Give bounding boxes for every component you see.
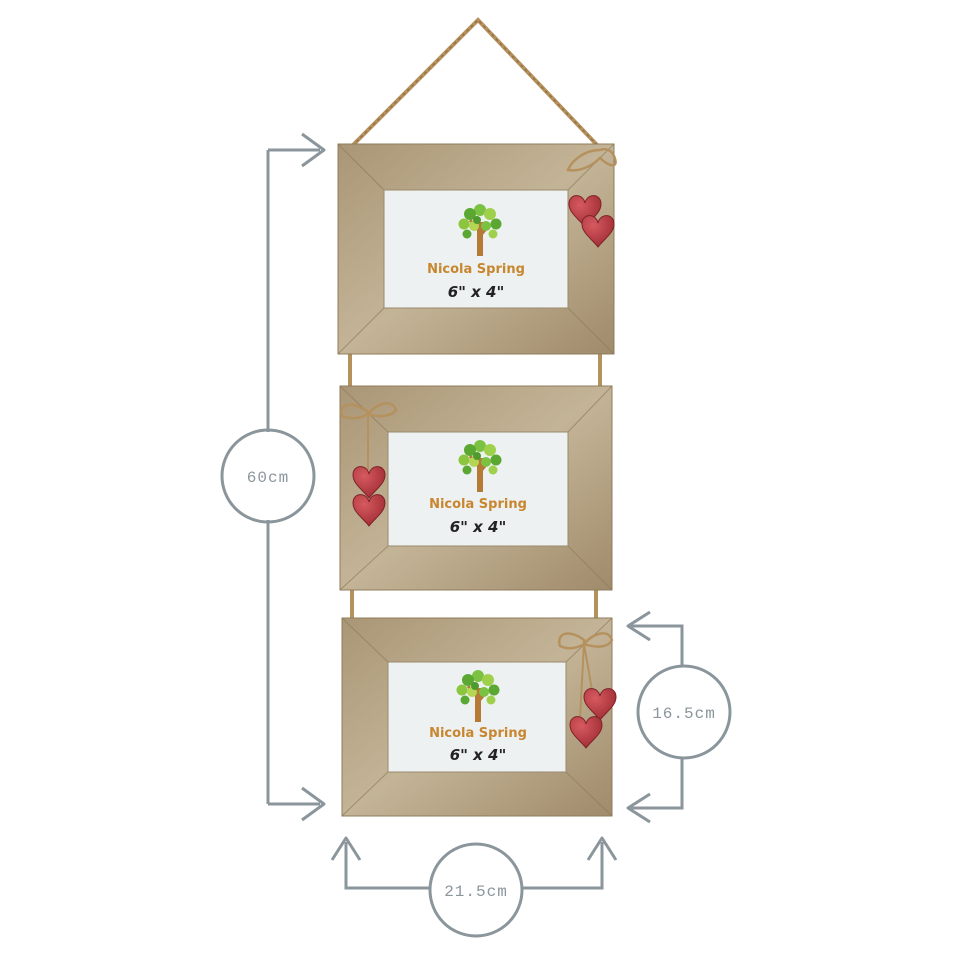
twine-bow-icon	[557, 632, 614, 650]
frame-height-dimension	[626, 610, 732, 824]
height-dimension	[220, 132, 326, 822]
width-dimension	[330, 836, 618, 938]
photo-frame-middle: Nicola Spring 6" x 4"	[339, 385, 613, 591]
size-label: 6" x 4"	[450, 518, 507, 536]
width-label: 21.5cm	[444, 883, 508, 901]
twine-bow-icon	[566, 148, 617, 172]
brand-label: Nicola Spring	[429, 497, 527, 512]
frame-height-label: 16.5cm	[652, 705, 716, 723]
height-label: 60cm	[247, 469, 289, 487]
size-label: 6" x 4"	[448, 283, 505, 301]
photo-frame-bottom: Nicola Spring 6" x 4"	[341, 617, 617, 817]
twine-bow-icon	[340, 402, 398, 420]
size-label: 6" x 4"	[450, 746, 507, 764]
photo-frame-top: Nicola Spring 6" x 4"	[337, 143, 617, 355]
hanging-rope	[348, 17, 602, 620]
brand-label: Nicola Spring	[429, 726, 527, 741]
brand-label: Nicola Spring	[427, 262, 525, 277]
